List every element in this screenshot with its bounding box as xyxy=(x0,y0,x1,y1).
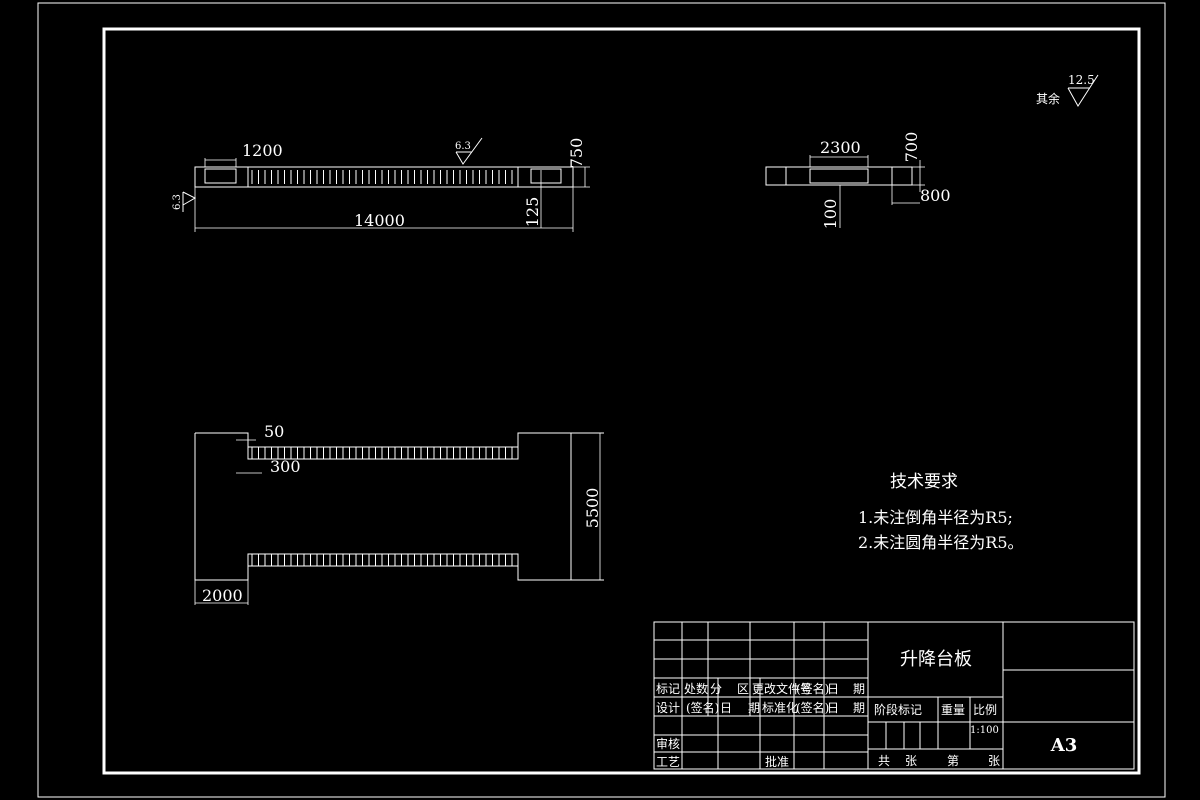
svg-text:审核: 审核 xyxy=(656,736,680,751)
tech-requirements: 技术要求 1.未注倒角半径为R5; 2.未注圆角半径为R5。 xyxy=(858,472,1024,552)
svg-text:1:100: 1:100 xyxy=(970,725,999,736)
design-row-cell: 日 xyxy=(827,701,839,715)
svg-text:重量: 重量 xyxy=(941,703,965,717)
inner-frame xyxy=(102,27,1141,775)
header-row-cell: 日 xyxy=(827,682,839,696)
plan-dim-height: 5500 xyxy=(583,488,602,529)
svg-text:工艺: 工艺 xyxy=(656,755,680,769)
paper-format: A3 xyxy=(1050,735,1078,756)
dim-width-left: 1200 xyxy=(242,141,283,160)
outer-frame xyxy=(37,2,1166,798)
header-row-cell: (签名) xyxy=(796,681,829,696)
header-row-cell: 分 xyxy=(710,682,722,696)
header-row-cell: 标记 xyxy=(656,682,680,696)
dim-thickness: 125 xyxy=(523,197,542,228)
side-dim-height: 700 xyxy=(902,132,921,163)
dim-height: 750 xyxy=(567,138,586,169)
svg-text:张: 张 xyxy=(988,754,1000,768)
svg-text:共: 共 xyxy=(878,754,890,768)
side-dim-thickness: 100 xyxy=(821,199,840,230)
design-row-cell: 期 xyxy=(853,701,865,715)
svg-text:6.3: 6.3 xyxy=(455,141,471,152)
front-view: 1200 14000 750 125 6.3 6.3 xyxy=(172,137,590,232)
design-row-cell: 标准化 xyxy=(762,701,798,715)
plan-view: 50 300 5500 2000 xyxy=(194,422,604,605)
design-row-cell: 期 xyxy=(748,701,760,715)
plan-dim-gap: 50 xyxy=(264,422,284,441)
svg-text:第: 第 xyxy=(947,754,959,768)
design-row-cell: (签名) xyxy=(796,700,829,715)
svg-text:6.3: 6.3 xyxy=(172,194,183,210)
plan-dim-width-left: 2000 xyxy=(202,586,243,605)
roughness-note: 其余 12.5 xyxy=(1036,73,1099,107)
header-row-cell: 更改文件号 xyxy=(752,681,812,696)
plan-dim-slot: 300 xyxy=(270,457,301,476)
header-row-cell: 处数 xyxy=(684,681,708,696)
svg-text:12.5: 12.5 xyxy=(1068,73,1095,87)
svg-text:其余: 其余 xyxy=(1036,91,1060,106)
side-dim-width: 2300 xyxy=(820,138,861,157)
svg-text:批准: 批准 xyxy=(765,754,789,769)
header-row-cell: 区 xyxy=(737,682,749,696)
design-row-cell: 设计 xyxy=(656,701,680,715)
svg-text:比例: 比例 xyxy=(973,703,997,717)
tech-title: 技术要求 xyxy=(890,472,958,492)
tech-item-1: 1.未注倒角半径为R5; xyxy=(858,508,1013,527)
side-dim-offset: 800 xyxy=(920,186,951,205)
svg-text:阶段标记: 阶段标记 xyxy=(874,702,922,717)
svg-text:张: 张 xyxy=(905,754,917,768)
dim-total: 14000 xyxy=(354,211,405,230)
header-row-cell: 期 xyxy=(853,682,865,696)
title-block: 升降台板 标记处数分区更改文件号(签名)日期 设计(签名)日期标准化(签名)日期… xyxy=(653,621,1135,770)
drawing-title: 升降台板 xyxy=(900,649,972,670)
design-row-cell: 日 xyxy=(720,701,732,715)
design-row-cell: (签名) xyxy=(686,700,719,715)
tech-item-2: 2.未注圆角半径为R5。 xyxy=(858,533,1024,552)
side-view: 2300 700 800 100 xyxy=(765,132,951,230)
